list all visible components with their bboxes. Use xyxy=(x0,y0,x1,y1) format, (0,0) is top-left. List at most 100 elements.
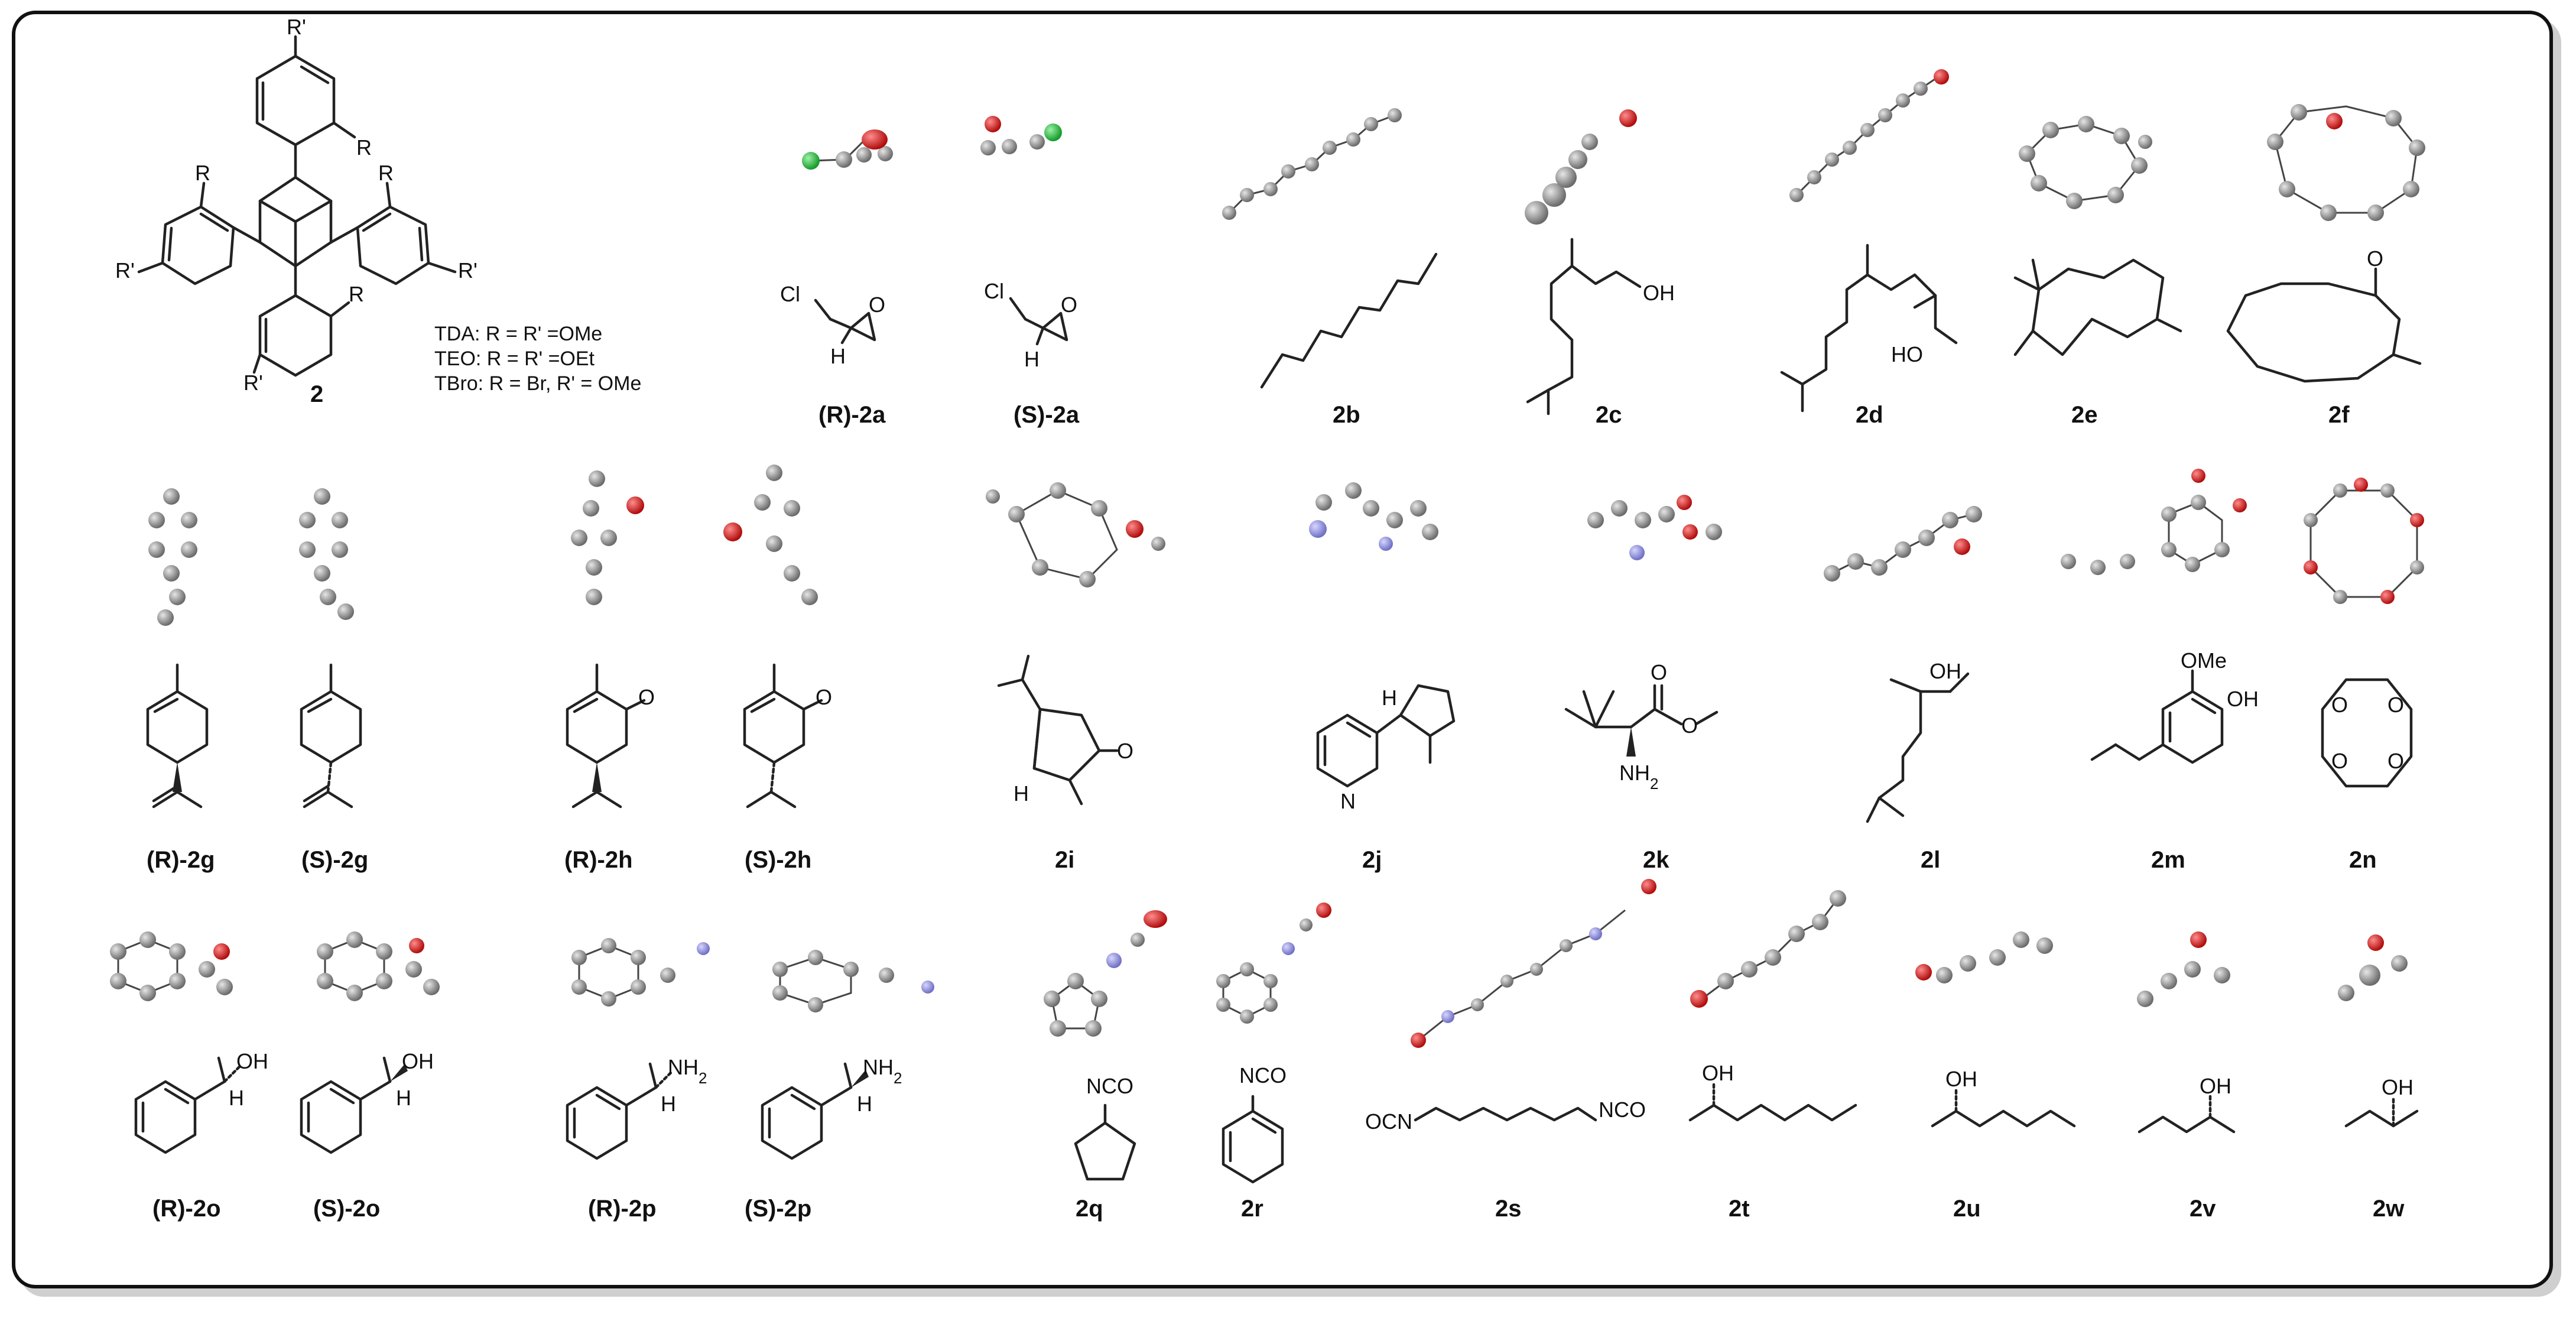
atom-o: O xyxy=(816,685,832,709)
model-s-2g xyxy=(299,488,354,620)
atom-oh: OH xyxy=(1643,281,1675,305)
atom-ome: OMe xyxy=(2181,648,2227,673)
atom-o: O xyxy=(1681,713,1698,738)
structure-2w: OH xyxy=(2344,1075,2419,1128)
structure-r-2g xyxy=(146,663,209,809)
atom-oh: OH xyxy=(2227,687,2259,711)
label-2w: 2w xyxy=(2373,1196,2405,1222)
atom-nco: NCO xyxy=(1239,1063,1287,1087)
label-2d: 2d xyxy=(1856,402,1883,428)
atom-cl: Cl xyxy=(780,282,800,306)
atom-nh2: NH2 xyxy=(668,1055,707,1087)
structure-s-2p: NH2 H xyxy=(761,1055,902,1160)
atom-nh2: NH2 xyxy=(863,1055,902,1087)
label-2k: 2k xyxy=(1643,847,1669,873)
model-2j xyxy=(1309,482,1438,551)
model-2i xyxy=(986,482,1165,587)
model-2t xyxy=(1690,890,1846,1008)
label-2: 2 xyxy=(310,381,323,407)
atom-cl: Cl xyxy=(984,279,1004,303)
label-2u: 2u xyxy=(1953,1196,1981,1222)
model-s-2a xyxy=(980,116,1062,155)
label-2n: 2n xyxy=(2349,847,2377,873)
model-2q xyxy=(1044,910,1167,1037)
atom-oh: OH xyxy=(402,1049,434,1073)
r-bottom: R xyxy=(349,282,364,306)
label-2i: 2i xyxy=(1055,847,1074,873)
model-2u xyxy=(1915,931,2053,983)
atom-h: H xyxy=(1024,347,1040,371)
model-2s xyxy=(1411,879,1656,1048)
model-s-2o xyxy=(317,931,440,1001)
structure-2d: HO xyxy=(1780,244,1958,413)
label-r-2p: (R)-2p xyxy=(588,1196,657,1222)
model-2v xyxy=(2137,931,2230,1007)
label-s-2g: (S)-2g xyxy=(301,847,368,873)
structure-2l: OH xyxy=(1866,659,1970,823)
structure-r-2o: OH H xyxy=(134,1049,268,1154)
atom-oh: OH xyxy=(1702,1061,1734,1085)
label-2c: 2c xyxy=(1596,402,1622,428)
atom-o: O xyxy=(2331,749,2348,773)
atom-o: O xyxy=(2387,749,2404,773)
atom-h: H xyxy=(229,1086,244,1110)
r-prime-top: R' xyxy=(287,15,306,39)
structure-s-2h: O xyxy=(743,663,832,809)
atom-h: H xyxy=(396,1086,411,1110)
structure-2q: NCO xyxy=(1074,1074,1136,1181)
structure-r-2h: O xyxy=(566,663,655,809)
structure-2f: O xyxy=(2226,246,2422,383)
atom-ho: HO xyxy=(1891,342,1923,366)
label-2m: 2m xyxy=(2151,847,2185,873)
label-s-2o: (S)-2o xyxy=(313,1196,380,1222)
atom-oh: OH xyxy=(236,1049,268,1073)
r-right: R xyxy=(378,161,394,185)
model-r-2h xyxy=(571,470,644,605)
atom-h: H xyxy=(1013,781,1029,806)
structure-s-2o: OH H xyxy=(300,1049,434,1154)
atom-o: O xyxy=(2367,246,2383,271)
atom-o: O xyxy=(2387,693,2404,717)
label-r-2a: (R)-2a xyxy=(818,402,886,428)
r-prime-right: R' xyxy=(458,258,477,283)
atom-o: O xyxy=(1061,293,1077,317)
atom-o: O xyxy=(869,293,885,317)
atom-oh: OH xyxy=(2382,1075,2413,1099)
r-left: R xyxy=(195,161,210,185)
label-2l: 2l xyxy=(1921,847,1940,873)
model-2d xyxy=(1789,69,1949,202)
label-2q: 2q xyxy=(1076,1196,1103,1222)
atom-ocn: OCN xyxy=(1365,1109,1412,1134)
structure-2k: O O NH2 xyxy=(1564,660,1719,793)
structure-2i: O H xyxy=(997,654,1133,806)
atom-h: H xyxy=(857,1092,872,1116)
structure-2t: OH xyxy=(1688,1061,1857,1122)
r-top: R xyxy=(356,135,372,160)
model-2l xyxy=(1824,506,1982,582)
atom-h: H xyxy=(1382,686,1397,710)
model-2n xyxy=(2304,478,2424,604)
model-2c xyxy=(1525,109,1637,225)
structure-2v: OH xyxy=(2138,1074,2236,1134)
model-r-2a xyxy=(802,129,893,170)
atom-nco: NCO xyxy=(1599,1098,1646,1122)
structure-r-2p: NH2 H xyxy=(566,1055,707,1160)
label-2s: 2s xyxy=(1495,1196,1522,1222)
atom-oh: OH xyxy=(1929,659,1961,683)
label-2t: 2t xyxy=(1729,1196,1750,1222)
model-r-2o xyxy=(110,931,233,1001)
r-prime-left: R' xyxy=(115,258,135,283)
label-r-2h: (R)-2h xyxy=(564,847,633,873)
atom-nh2: NH2 xyxy=(1619,761,1658,793)
label-2e: 2e xyxy=(2071,402,2098,428)
structure-s-2a: Cl O H xyxy=(984,279,1077,371)
model-2e xyxy=(2019,116,2152,209)
label-r-2g: (R)-2g xyxy=(147,847,215,873)
structure-2n: O O O O xyxy=(2321,678,2413,788)
atom-o: O xyxy=(2331,693,2348,717)
structure-r-2a: Cl O H xyxy=(780,282,885,368)
label-2r: 2r xyxy=(1241,1196,1263,1222)
model-2m xyxy=(2061,469,2247,575)
model-2r xyxy=(1216,903,1331,1024)
